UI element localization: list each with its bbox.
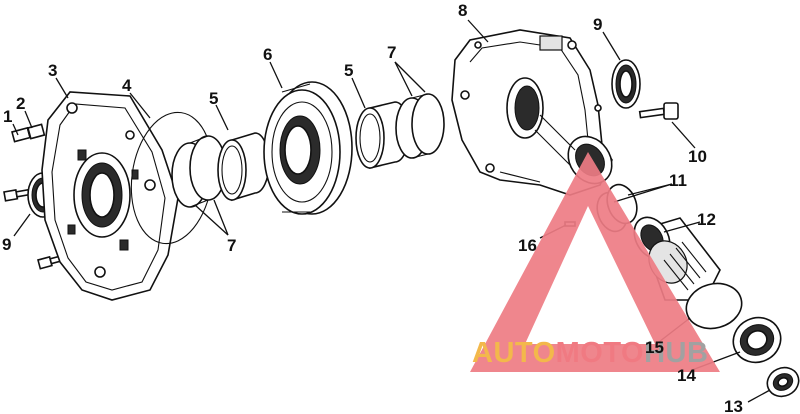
watermark-text-moto: MOTO [556,337,644,369]
autohub-watermark: AUTOMOTOHUB [470,152,720,372]
left-bearing-race [217,132,270,202]
callout-15: 15 [645,338,664,357]
callout-9-right: 9 [593,15,602,34]
front-cover [41,91,179,301]
svg-text:AUTOMOTOHUB: AUTOMOTOHUB [472,337,708,369]
callout-13: 13 [724,397,743,414]
callout-12: 12 [697,210,716,229]
shaft-ring [685,282,743,330]
callout-11: 11 [669,171,687,190]
callout-7-right: 7 [387,43,396,62]
housing-bolt [638,102,679,120]
callout-10: 10 [688,147,707,166]
callout-labels: 1 2 3 4 5 5 6 7 7 8 9 9 10 11 12 13 14 1… [2,1,743,414]
right-oil-seal [611,59,641,109]
left-seal-rings [171,135,227,208]
watermark-text-hub: HUB [644,337,708,369]
callout-3: 3 [48,61,57,80]
callout-6: 6 [263,45,272,64]
drum-gear [263,81,353,215]
callout-4: 4 [122,76,132,95]
pinion-bearing [732,316,782,364]
callout-8: 8 [458,1,467,20]
watermark-text-auto: AUTO [472,337,556,369]
callout-16: 16 [518,236,537,255]
callout-5-left: 5 [209,89,218,108]
callout-2: 2 [16,94,25,113]
callout-9-left: 9 [2,235,11,254]
main-housing [451,29,613,196]
leader-lines [12,19,771,403]
end-seal [766,366,800,398]
callout-7-left: 7 [227,236,236,255]
callout-5-right: 5 [344,61,353,80]
callout-1: 1 [3,107,12,126]
callout-14: 14 [677,366,696,385]
right-seal-rings [395,93,445,159]
